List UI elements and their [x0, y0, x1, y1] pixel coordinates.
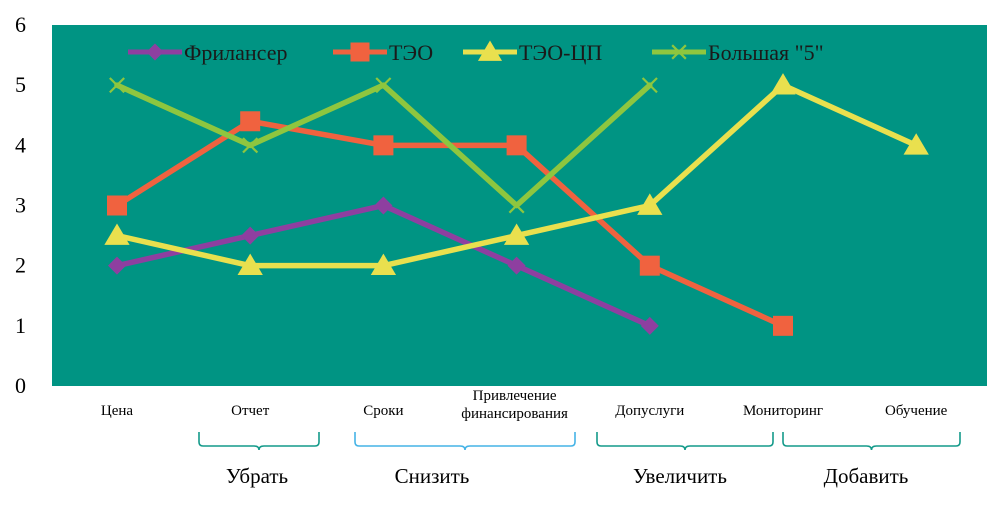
y-tick-label: 4: [15, 132, 26, 157]
group-label: Увеличить: [633, 464, 727, 488]
x-tick-label-line: Сроки: [363, 403, 403, 419]
x-tick-label: Отчет: [231, 403, 270, 419]
legend: Фрилансер ТЭО ТЭО-ЦП Большая "5": [128, 40, 824, 65]
legend-item: Фрилансер: [128, 40, 287, 65]
diamond-marker: [146, 43, 164, 61]
y-tick-label: 2: [15, 253, 26, 278]
legend-label: Большая "5": [708, 40, 824, 65]
x-marker-stroke: [109, 77, 125, 94]
x-tick-label: Допуслуги: [615, 403, 684, 419]
legend-label: ТЭО-ЦП: [519, 40, 602, 65]
square-marker: [107, 195, 127, 216]
triangle-marker: [477, 40, 503, 61]
x-tick-label-line: Обучение: [885, 403, 948, 419]
x-tick-label-line: Цена: [101, 403, 134, 419]
square-marker: [639, 255, 660, 276]
x-marker-stroke: [641, 77, 658, 94]
x-tick-label-line: Допуслуги: [615, 403, 684, 419]
bracket-path: [596, 432, 774, 451]
group-bracket: Убрать: [198, 432, 320, 488]
series-3: [104, 73, 929, 276]
diamond-marker: [640, 316, 659, 335]
group-label: Добавить: [824, 464, 909, 488]
y-tick-label: 6: [15, 12, 26, 37]
x-marker-stroke: [375, 77, 392, 94]
bracket-path: [198, 432, 320, 451]
square-marker: [773, 315, 793, 336]
x-tick-label-line: Отчет: [231, 403, 270, 419]
triangle-marker: [637, 193, 663, 215]
x-marker-stroke: [671, 44, 687, 60]
y-tick-label: 1: [15, 313, 26, 338]
x-tick-label: Привлечение финансирования: [461, 388, 568, 422]
x-tick-label-line: финансирования: [461, 406, 568, 422]
group-label: Снизить: [395, 464, 470, 488]
group-bracket: Увеличить: [596, 432, 774, 488]
diamond-marker: [507, 256, 526, 275]
triangle-marker: [237, 253, 263, 276]
y-tick-label: 3: [15, 193, 26, 218]
y-tick-label: 0: [15, 373, 26, 398]
bracket-path: [354, 432, 576, 451]
series-4: [109, 77, 658, 214]
bracket-path: [782, 432, 961, 451]
x-marker-stroke: [242, 137, 259, 154]
legend-label: ТЭО: [389, 40, 433, 65]
square-marker: [506, 135, 527, 156]
group-bracket: Снизить: [354, 432, 576, 488]
square-marker: [240, 111, 261, 132]
legend-label: Фрилансер: [184, 40, 287, 65]
diamond-marker: [241, 226, 260, 245]
x-tick-label: Цена: [101, 403, 134, 419]
triangle-marker: [770, 73, 796, 95]
x-tick-label-line: Привлечение: [473, 388, 557, 404]
triangle-marker: [104, 223, 130, 245]
diamond-marker: [108, 256, 126, 275]
y-tick-label: 5: [15, 72, 26, 97]
legend-item: ТЭО: [333, 40, 433, 65]
group-bracket: Добавить: [782, 432, 961, 488]
triangle-marker: [903, 133, 929, 155]
x-tick-label: Обучение: [885, 403, 948, 419]
square-marker: [373, 135, 394, 156]
x-tick-label: Сроки: [363, 403, 403, 419]
diamond-marker: [374, 196, 393, 215]
legend-item: ТЭО-ЦП: [463, 40, 602, 65]
triangle-marker: [370, 253, 397, 276]
legend-item: Большая "5": [652, 40, 824, 65]
x-tick-label: Мониторинг: [743, 403, 823, 419]
triangle-marker: [503, 223, 530, 245]
square-marker: [350, 42, 370, 62]
x-tick-label-line: Мониторинг: [743, 403, 823, 419]
series-1: [108, 196, 659, 335]
x-marker-stroke: [508, 197, 525, 214]
group-label: Убрать: [226, 464, 288, 488]
